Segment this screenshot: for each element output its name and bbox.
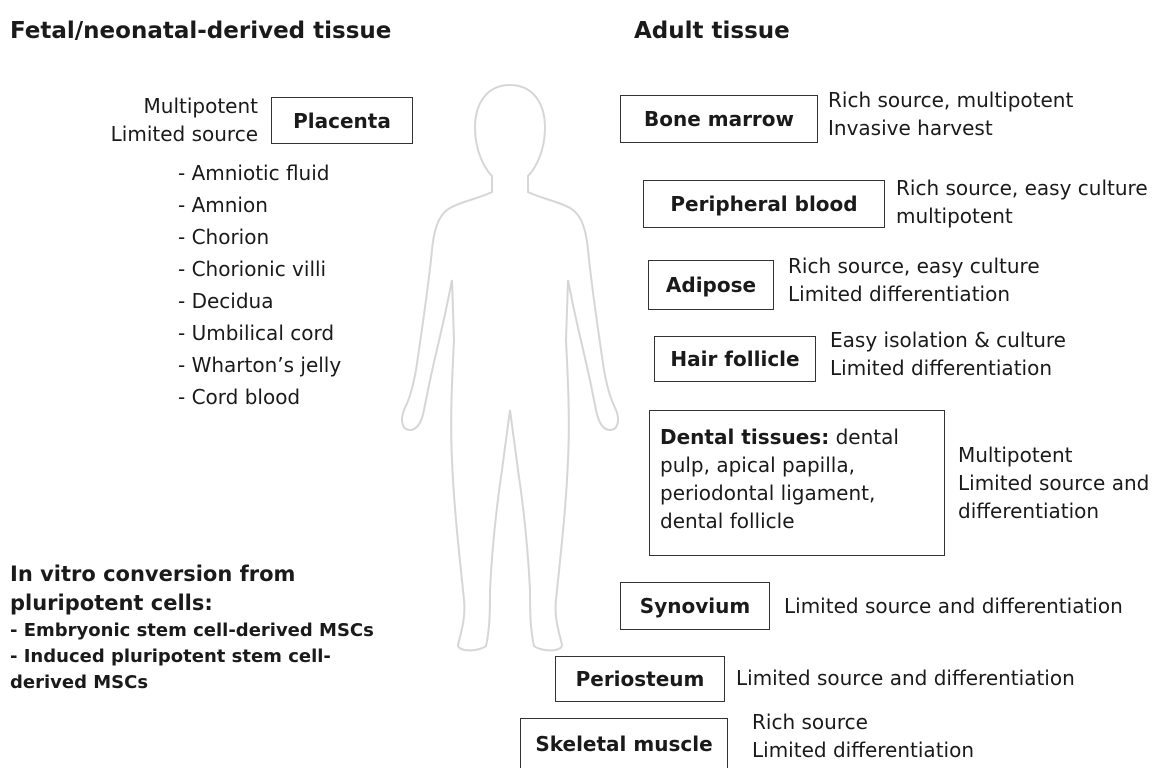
periosteum-box: Periosteum <box>555 656 725 702</box>
placenta-box: Placenta <box>271 97 413 144</box>
skeletal-muscle-notes: Rich source Limited differentiation <box>752 708 974 764</box>
note-line: multipotent <box>896 202 1148 230</box>
note-line: Rich source, easy culture <box>788 252 1040 280</box>
list-item: - Chorion <box>178 221 341 253</box>
invitro-item: derived MSCs <box>10 670 374 696</box>
note-line: Limited differentiation <box>788 280 1040 308</box>
placenta-notes: Multipotent Limited source <box>96 92 258 148</box>
human-silhouette-icon <box>360 80 660 660</box>
placenta-note: Limited source <box>96 120 258 148</box>
note-line: differentiation <box>958 497 1149 525</box>
synovium-notes: Limited source and differentiation <box>784 592 1123 620</box>
note-line: Limited differentiation <box>752 736 974 764</box>
note-line: Limited differentiation <box>830 354 1066 382</box>
note-line: Limited source and differentiation <box>784 592 1123 620</box>
bone-marrow-notes: Rich source, multipotent Invasive harves… <box>828 86 1073 142</box>
dental-tissues-box: Dental tissues: dental pulp, apical papi… <box>649 410 945 556</box>
synovium-box: Synovium <box>620 582 770 630</box>
note-line: Limited source and differentiation <box>736 664 1075 692</box>
peripheral-blood-notes: Rich source, easy culture multipotent <box>896 174 1148 230</box>
list-item: - Amnion <box>178 189 341 221</box>
invitro-item: - Induced pluripotent stem cell- <box>10 644 374 670</box>
note-line: Multipotent <box>958 441 1149 469</box>
peripheral-blood-box: Peripheral blood <box>643 180 885 228</box>
bone-marrow-box: Bone marrow <box>620 95 818 143</box>
periosteum-notes: Limited source and differentiation <box>736 664 1075 692</box>
note-line: Limited source and <box>958 469 1149 497</box>
heading-adult: Adult tissue <box>634 18 790 44</box>
dental-tissues-title: Dental tissues: <box>660 425 829 449</box>
invitro-item: - Embryonic stem cell-derived MSCs <box>10 618 374 644</box>
list-item: - Wharton’s jelly <box>178 349 341 381</box>
heading-fetal-neonatal: Fetal/neonatal-derived tissue <box>10 18 391 44</box>
dental-notes: Multipotent Limited source and different… <box>958 441 1149 525</box>
placenta-source-list: - Amniotic fluid - Amnion - Chorion - Ch… <box>178 157 341 413</box>
list-item: - Decidua <box>178 285 341 317</box>
invitro-title-line: In vitro conversion from <box>10 560 374 589</box>
list-item: - Cord blood <box>178 381 341 413</box>
hair-follicle-box: Hair follicle <box>654 336 816 382</box>
note-line: Easy isolation & culture <box>830 326 1066 354</box>
hair-follicle-notes: Easy isolation & culture Limited differe… <box>830 326 1066 382</box>
invitro-title-line: pluripotent cells: <box>10 589 374 618</box>
note-line: Rich source, easy culture <box>896 174 1148 202</box>
list-item: - Umbilical cord <box>178 317 341 349</box>
adipose-box: Adipose <box>648 260 774 310</box>
placenta-note: Multipotent <box>96 92 258 120</box>
note-line: Rich source, multipotent <box>828 86 1073 114</box>
note-line: Invasive harvest <box>828 114 1073 142</box>
skeletal-muscle-box: Skeletal muscle <box>520 718 728 768</box>
adipose-notes: Rich source, easy culture Limited differ… <box>788 252 1040 308</box>
invitro-conversion-block: In vitro conversion from pluripotent cel… <box>10 560 374 696</box>
list-item: - Amniotic fluid <box>178 157 341 189</box>
list-item: - Chorionic villi <box>178 253 341 285</box>
note-line: Rich source <box>752 708 974 736</box>
